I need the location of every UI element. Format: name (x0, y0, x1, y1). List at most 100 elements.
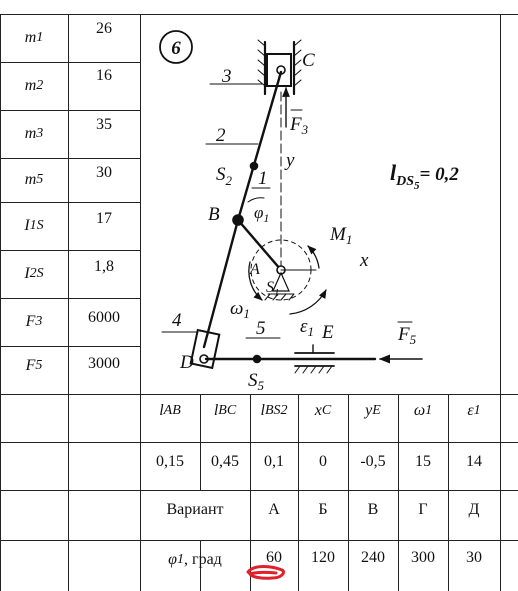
row-divider (0, 540, 518, 541)
col-divider (200, 394, 201, 490)
moment-m1-arrow (307, 245, 320, 269)
col-divider (448, 394, 449, 591)
label-e: E (321, 322, 334, 343)
phi-value-d: 30 (466, 549, 482, 566)
table-border-right (500, 14, 501, 591)
variant-number-circle (159, 30, 193, 64)
label-s1: S1 (266, 279, 280, 299)
row-divider (0, 346, 140, 347)
variant-g: Г (418, 501, 428, 518)
label-m1: M1 (329, 224, 352, 247)
col-divider (68, 14, 69, 591)
slider-4 (189, 328, 221, 370)
param-value: 16 (96, 67, 112, 84)
label-x: x (359, 250, 369, 271)
param-value: 6000 (88, 309, 120, 326)
row-divider (0, 202, 140, 203)
guide-e-hatch (294, 365, 333, 374)
label-n2: 2 (216, 125, 226, 146)
col-divider (398, 394, 399, 591)
label-n3: 3 (221, 66, 232, 87)
label-s5: S5 (248, 370, 265, 393)
value-ye: -0,5 (360, 453, 386, 470)
param-value: 26 (96, 20, 112, 37)
red-annotation-scribble (246, 565, 285, 580)
param-value: 3000 (88, 355, 120, 372)
joint-b (232, 214, 244, 226)
col-divider (0, 14, 1, 591)
link-1 (236, 218, 283, 272)
label-eps1: ε1 (300, 316, 314, 339)
value-omega1: 15 (415, 453, 431, 470)
row-divider (0, 62, 140, 63)
variant-number: 6 (171, 38, 181, 59)
label-omega1: ω1 (230, 298, 250, 321)
label-n5: 5 (256, 318, 266, 339)
param-value: 35 (96, 116, 112, 133)
label-n4: 4 (172, 310, 182, 331)
support-a (272, 271, 290, 292)
link-4 (202, 218, 240, 349)
variant-a: А (268, 501, 280, 518)
label-f3: F3 (289, 114, 309, 137)
phi1-arc (247, 197, 265, 203)
label-s2: S2 (216, 164, 233, 188)
row-divider (0, 442, 518, 443)
col-divider (140, 14, 141, 591)
row-divider (0, 250, 140, 251)
row-divider (0, 490, 518, 491)
row-divider (0, 298, 140, 299)
variant-v: В (367, 501, 379, 518)
value-xc: 0 (319, 453, 327, 470)
row-divider (0, 394, 518, 395)
variant-label: Вариант (166, 501, 224, 518)
formula-lds5: lDS5= 0,2 (390, 160, 459, 192)
support-a-hatch (264, 293, 295, 301)
param-value: 1,8 (94, 258, 114, 275)
phi-value-g: 300 (411, 549, 435, 566)
col-divider (298, 394, 299, 591)
param-value: 17 (96, 210, 112, 227)
label-b: B (208, 204, 220, 225)
point-s2 (249, 161, 259, 171)
phi-value-b: 120 (311, 549, 335, 566)
row-divider (0, 158, 140, 159)
mechanism-diagram: 6 3 C F3 2 S2 y (159, 30, 459, 393)
epsilon1-arrow (289, 289, 327, 315)
guide-3-hatch (257, 39, 302, 87)
point-s5 (252, 354, 262, 364)
phi-value-v: 240 (361, 549, 385, 566)
table-border-top (0, 14, 518, 15)
link-2 (236, 70, 283, 222)
row-divider (0, 110, 140, 111)
label-y: y (284, 150, 295, 171)
label-c: C (302, 50, 315, 71)
label-d: D (179, 352, 194, 373)
label-a: A (249, 261, 260, 278)
col-divider (200, 540, 201, 591)
omega1-arrow (248, 261, 263, 301)
slider-3 (266, 53, 292, 87)
label-n1: 1 (258, 168, 268, 189)
label-f5: F5 (397, 324, 417, 347)
col-divider (250, 394, 251, 591)
col-divider (348, 394, 349, 591)
value-lbs2: 0,1 (264, 453, 284, 470)
param-value: 30 (96, 164, 112, 181)
value-lbc: 0,45 (211, 453, 239, 470)
